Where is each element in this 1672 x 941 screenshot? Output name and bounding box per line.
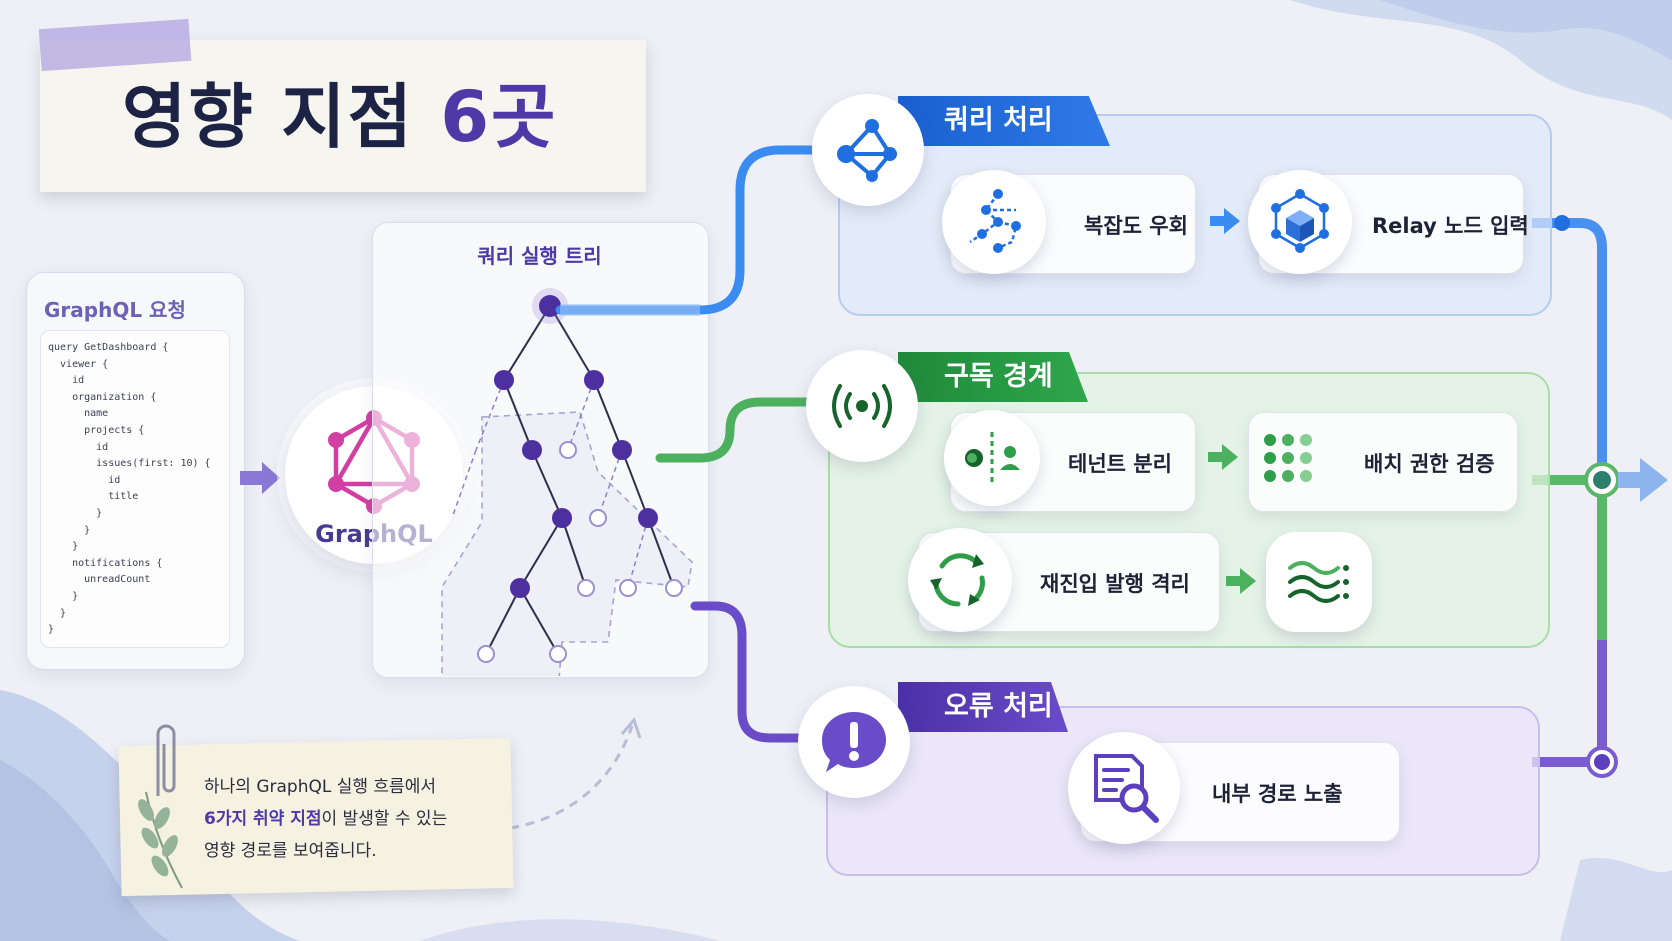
cycle-arrows-icon (930, 553, 985, 607)
broadcast-signal-icon (832, 384, 892, 428)
execution-tree-diagram (441, 288, 693, 676)
item-relay-node-input-label: Relay 노드 입력 (1372, 214, 1529, 238)
wave-lines-icon (1288, 561, 1349, 603)
item-reentrant-publish-label: 재진입 발행 격리 (1040, 572, 1190, 596)
arrow-right-icon (1226, 568, 1256, 594)
request-code-block (40, 330, 230, 648)
query-graph-icon (837, 119, 897, 182)
item-internal-path-exposure-label: 내부 경로 노출 (1212, 782, 1343, 806)
subscription-banner: 구독 경계 (898, 352, 1088, 402)
code-line: } (48, 607, 67, 619)
note-line-1: 하나의 GraphQL 실행 흐름에서 (204, 777, 436, 797)
title-paper (40, 40, 646, 192)
leaf-branch-icon (138, 791, 183, 889)
execution-tree-title: 쿼리 실행 트리 (477, 244, 602, 268)
arrow-right-icon (1210, 208, 1240, 234)
note-line-3: 영향 경로를 보여줍니다. (204, 841, 377, 861)
code-line: query GetDashboard { (48, 342, 169, 353)
tenant-split-icon (965, 432, 1020, 484)
alert-bubble-icon (822, 712, 886, 772)
paperclip-icon (156, 724, 176, 796)
code-line: issues(first: 10) { (48, 458, 211, 470)
page-title: 영향 지점 6곳 (122, 82, 557, 152)
code-line: name (48, 408, 109, 420)
document-search-icon (1094, 754, 1159, 823)
note-line-2: 6가지 취약 지점이 발생할 수 있는 (204, 804, 447, 829)
code-line: } (48, 524, 91, 536)
code-line: id (48, 375, 85, 387)
code-line: organization { (48, 391, 157, 403)
code-line: projects { (48, 425, 145, 436)
code-line: title (48, 491, 139, 503)
item-tenant-split-label: 테넌트 분리 (1068, 452, 1172, 476)
item-batch-permission-label: 배치 권한 검증 (1364, 452, 1495, 476)
error-banner: 오류 처리 (898, 682, 1068, 732)
query-category-circle (812, 94, 924, 206)
code-line: notifications { (48, 557, 163, 569)
code-line: id (48, 474, 121, 486)
item-batch-permission (1248, 412, 1518, 512)
code-line: } (48, 624, 55, 636)
arrow-right-icon (240, 462, 280, 494)
item-isolation-wave (1266, 532, 1372, 632)
arrow-right-icon (1208, 444, 1238, 470)
note-line-2-rest: 이 발생할 수 있는 (321, 809, 448, 829)
query-banner: 쿼리 처리 (898, 96, 1110, 146)
item-complexity-bypass-label: 복잡도 우회 (1084, 214, 1188, 238)
item-tenant-split-icon-circle (944, 410, 1040, 506)
relay-node-cube-icon (1271, 189, 1329, 253)
code-line: } (48, 541, 79, 553)
request-title: GraphQL 요청 (44, 298, 186, 322)
page-title-accent: 6곳 (440, 76, 558, 158)
code-line: unreadCount (48, 574, 151, 586)
code-line: id (48, 441, 109, 453)
code-line: } (48, 508, 103, 519)
item-reentrant-publish-icon-circle (908, 528, 1012, 632)
code-line: viewer { (48, 358, 109, 370)
page-title-main: 영향 지점 (122, 76, 441, 158)
code-line: } (48, 591, 79, 602)
complexity-graph-icon (969, 189, 1021, 253)
note-highlight: 6가지 취약 지점 (204, 809, 322, 829)
batch-dots-icon (1264, 434, 1312, 482)
